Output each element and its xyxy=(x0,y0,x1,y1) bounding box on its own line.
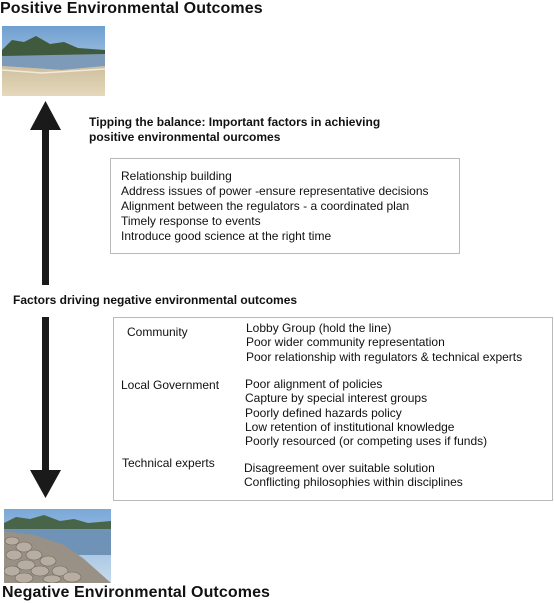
positive-factor: Alignment between the regulators - a coo… xyxy=(121,199,410,213)
beach-photo xyxy=(2,26,105,96)
positive-factor: Timely response to events xyxy=(121,214,261,228)
seawall-photo xyxy=(4,509,111,583)
list-item: Capture by special interest groups xyxy=(245,391,428,406)
technical-experts-items: Disagreement over suitable solution Conf… xyxy=(244,461,463,490)
list-item: Lobby Group (hold the line) xyxy=(246,321,392,335)
positive-factor: Introduce good science at the right time xyxy=(121,229,332,243)
community-items: Lobby Group (hold the line) Poor wider c… xyxy=(246,321,522,364)
list-item: Poorly defined hazards policy xyxy=(245,405,402,420)
up-arrow-icon xyxy=(30,101,61,285)
positive-factor: Address issues of power -ensure represen… xyxy=(121,184,429,198)
list-item: Low retention of institutional knowledge xyxy=(245,419,455,434)
tipping-title-line-2: positive environmental ourcomes xyxy=(89,130,281,144)
negative-outcomes-heading: Negative Environmental Outcomes xyxy=(2,584,271,601)
negative-factors-box: Community Lobby Group (hold the line) Po… xyxy=(113,317,553,501)
list-item: Disagreement over suitable solution xyxy=(244,461,435,475)
category-local-government: Local Government xyxy=(121,378,220,392)
positive-factors-box: Relationship building Address issues of … xyxy=(110,158,460,254)
category-community: Community xyxy=(127,325,188,339)
negative-factors-title: Factors driving negative environmental o… xyxy=(13,293,298,307)
tipping-balance-title: Tipping the balance: Important factors i… xyxy=(89,115,419,145)
list-item: Conflicting philosophies within discipli… xyxy=(244,475,463,490)
list-item: Poorly resourced (or competing uses if f… xyxy=(245,434,488,449)
down-arrow-icon xyxy=(30,317,61,498)
list-item: Poor wider community representation xyxy=(246,335,445,350)
category-technical-experts: Technical experts xyxy=(122,456,215,470)
list-item: Poor relationship with regulators & tech… xyxy=(246,349,523,364)
positive-factor: Relationship building xyxy=(121,169,232,183)
positive-outcomes-heading: Positive Environmental Outcomes xyxy=(0,0,263,17)
positive-factors-list: Relationship building Address issues of … xyxy=(121,169,429,244)
local-government-items: Poor alignment of policies Capture by sp… xyxy=(245,377,487,448)
list-item: Poor alignment of policies xyxy=(245,377,383,391)
tipping-title-line-1: Tipping the balance: Important factors i… xyxy=(89,115,381,129)
